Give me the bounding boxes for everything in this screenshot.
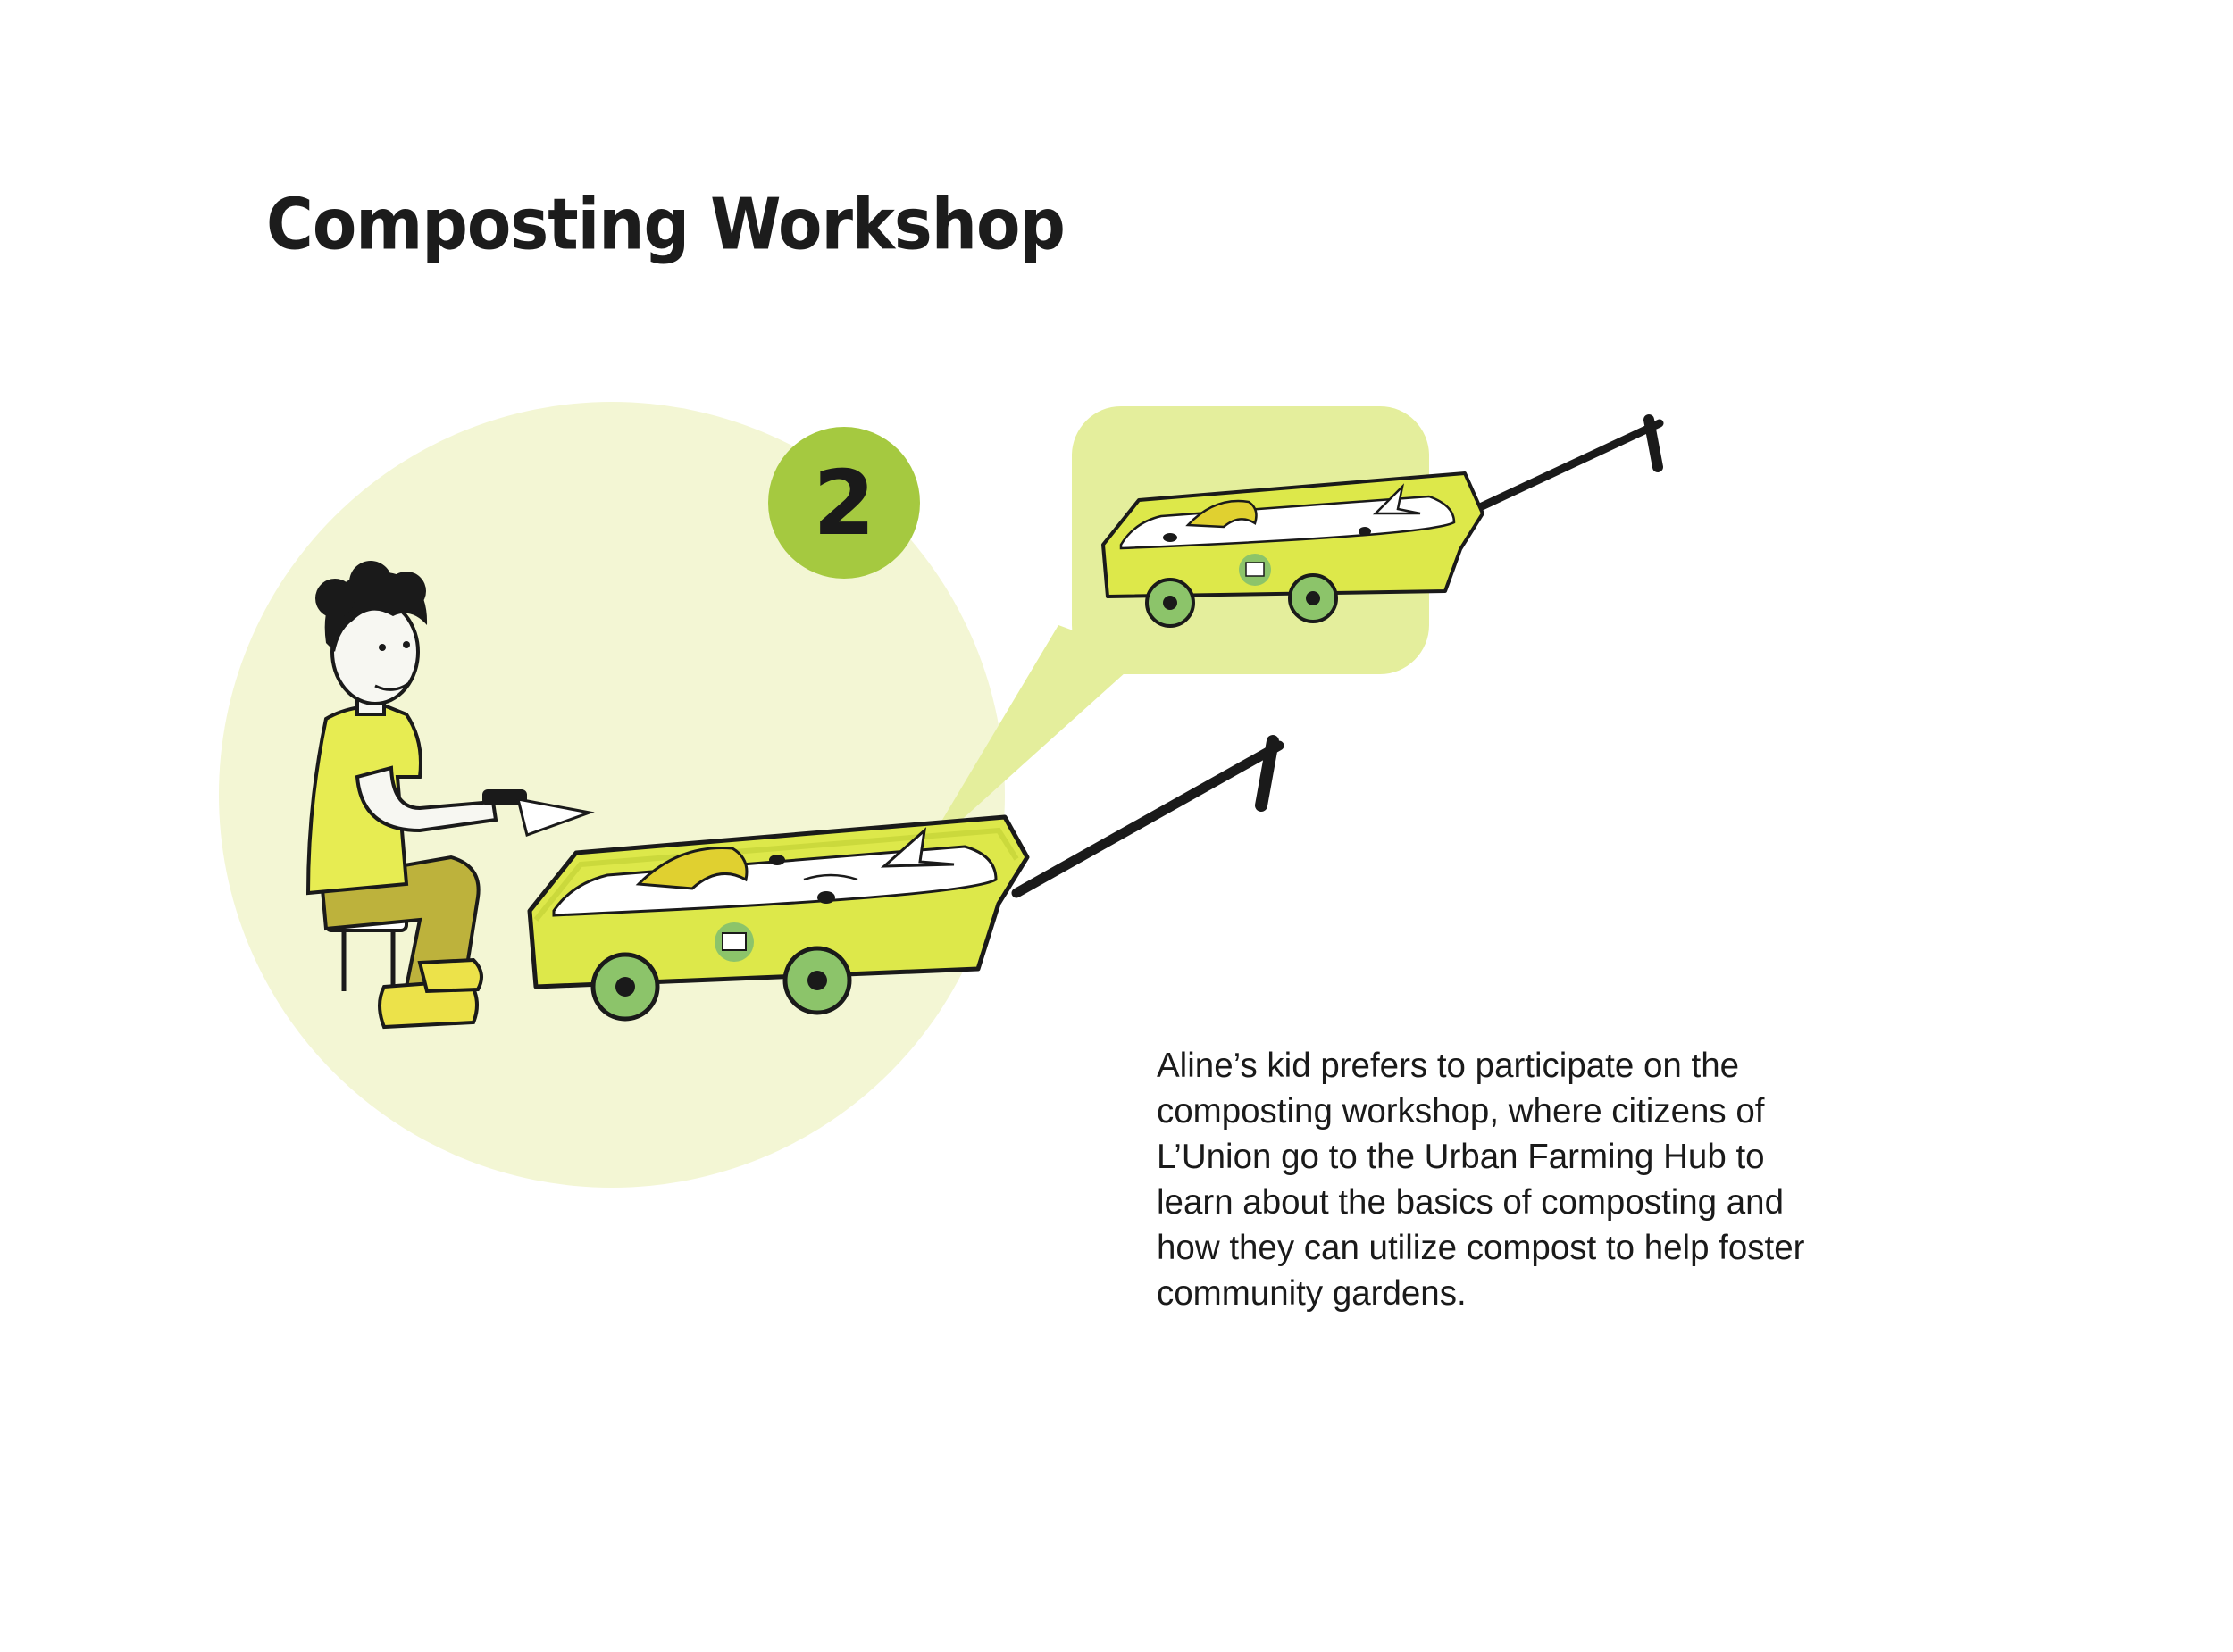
step-badge — [768, 427, 920, 579]
description-line: learn about the basics of composting and — [1157, 1183, 1785, 1222]
description-line: community gardens. — [1157, 1274, 1467, 1313]
page-title: Composting Workshop — [266, 183, 1066, 266]
description-line: L’Union go to the Urban Farming Hub to — [1157, 1138, 1765, 1176]
wagon-large — [527, 735, 1284, 1022]
kid-figure — [305, 561, 595, 1030]
step-number: 2 — [813, 451, 875, 555]
description-line: Aline’s kid prefers to participate on th… — [1157, 1047, 1740, 1085]
zoom-beam — [920, 625, 1143, 857]
description-line: how they can utilize compost to help fos… — [1157, 1229, 1805, 1267]
description-paragraph: Aline’s kid prefers to participate on th… — [1157, 1043, 1925, 1316]
description-line: composting workshop, where citizens of — [1157, 1092, 1765, 1131]
wagon-small — [1101, 414, 1664, 628]
